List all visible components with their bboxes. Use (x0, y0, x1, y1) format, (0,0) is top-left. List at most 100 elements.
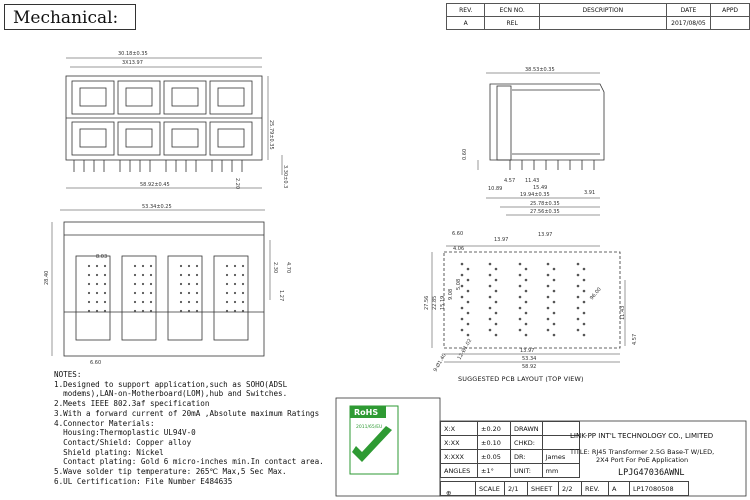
pin-dot (518, 284, 522, 288)
pin-dot (95, 282, 99, 286)
tol-value: ±0.05 (477, 449, 511, 464)
tol-label: X:XX (440, 435, 478, 450)
pin-dot (582, 322, 586, 326)
pin-dot (518, 317, 522, 321)
dim-pcb-h: 9.08 (448, 289, 454, 300)
pin-dot (241, 291, 245, 295)
pin-dot (225, 309, 229, 313)
pin-dot (552, 267, 556, 271)
dim-pcb-q: 12-Ø1.02 (456, 337, 474, 361)
pin-dot (546, 262, 550, 266)
pin-dot (233, 282, 237, 286)
pin-dot (466, 300, 470, 304)
sheet-label: SHEET (527, 481, 559, 496)
dim-pcb-m: 58.92 (522, 364, 536, 370)
pin-dot (576, 284, 580, 288)
pin-dot (95, 300, 99, 304)
dim-pcb-k: 13.97 (520, 348, 534, 354)
pin-dot (179, 282, 183, 286)
pin-dot (195, 309, 199, 313)
pin-dot (241, 300, 245, 304)
pin-dot (494, 267, 498, 271)
pin-dot (103, 282, 107, 286)
dim-pcb-o: 11.43 (620, 306, 626, 320)
pin-dot (133, 291, 137, 295)
pin-dot (195, 282, 199, 286)
pin-dot (195, 273, 199, 277)
mechanical-label: Mechanical: (4, 4, 136, 30)
note-line: modems),LAN-on-Motherboard(LOM),hub and … (54, 389, 288, 399)
note-line: 5.Wave solder tip temperature: 265℃ Max,… (54, 467, 287, 477)
pin-dot (524, 278, 528, 282)
pin-dot (466, 289, 470, 293)
pin-dot (466, 278, 470, 282)
tol-value: ±1° (477, 463, 511, 478)
pin-dot (466, 322, 470, 326)
pin-dot (241, 282, 245, 286)
pin-dot (524, 322, 528, 326)
front-view (65, 57, 283, 189)
pin-dot (103, 273, 107, 277)
pin-dot (524, 267, 528, 271)
pin-dot (103, 291, 107, 295)
note-line: 1.Designed to support application,such a… (54, 379, 288, 389)
pin-dot (133, 273, 137, 277)
dim-bottom-d: 4.70 (285, 262, 291, 273)
note-line: 6.UL Certification: File Number E484635 (54, 476, 233, 486)
dim-side-i: 0.60 (462, 149, 468, 160)
dim-front-pin: 3.30±0.3 (282, 165, 288, 188)
pin-dot (552, 333, 556, 337)
note-line: 3.With a forward current of 20mA ,Absolu… (54, 408, 320, 418)
side-view (477, 72, 605, 216)
pin-dot (552, 300, 556, 304)
dim-bottom-width: 53.34±0.25 (142, 204, 172, 210)
pin-dot (488, 262, 492, 266)
pin-dot (460, 273, 464, 277)
pin-dot (141, 282, 145, 286)
title-line1: RJ45 Transformer 2.5G Base-T W/LED, (591, 448, 715, 456)
pin-dot (149, 300, 153, 304)
pin-dot (488, 317, 492, 321)
tol-label: ANGLES (440, 463, 478, 478)
dim-side-b: 15.49 (533, 185, 547, 191)
pin-dot (546, 328, 550, 332)
tol-role: DR: (510, 449, 543, 464)
pin-dot (95, 309, 99, 313)
pin-dot (103, 309, 107, 313)
pin-dot (233, 309, 237, 313)
pin-dot (141, 273, 145, 277)
pin-dot (141, 309, 145, 313)
notes-title: NOTES: (54, 370, 82, 379)
pin-dot (460, 295, 464, 299)
pin-dot (494, 311, 498, 315)
scale-label: SCALE (475, 481, 505, 496)
pin-dot (87, 291, 91, 295)
pin-dot (95, 273, 99, 277)
pin-dot (179, 309, 183, 313)
dim-side-a: 11.43 (525, 178, 539, 184)
pin-dot (582, 267, 586, 271)
pin-dot (494, 278, 498, 282)
pin-dot (582, 333, 586, 337)
pin-dot (233, 264, 237, 268)
pin-dot (552, 322, 556, 326)
bottom-view (51, 209, 271, 357)
rev-value: A (608, 481, 630, 496)
pin-dot (225, 264, 229, 268)
title-line2: 2X4 Port For PoE Application (596, 456, 689, 464)
pin-dot (524, 300, 528, 304)
dim-bottom-b: 6.60 (90, 360, 101, 366)
pin-dot (582, 300, 586, 304)
pin-dot (552, 311, 556, 315)
pin-dot (103, 264, 107, 268)
pin-dot (225, 282, 229, 286)
pcb-caption: SUGGESTED PCB LAYOUT (TOP VIEW) (458, 375, 584, 383)
rev-value: A (445, 16, 486, 30)
pin-dot (466, 267, 470, 271)
pin-dot (576, 328, 580, 332)
sheet-value: 2/2 (558, 481, 582, 496)
dim-side-e: 19.94±0.35 (520, 192, 550, 198)
pin-dot (552, 278, 556, 282)
pin-dot (187, 273, 191, 277)
